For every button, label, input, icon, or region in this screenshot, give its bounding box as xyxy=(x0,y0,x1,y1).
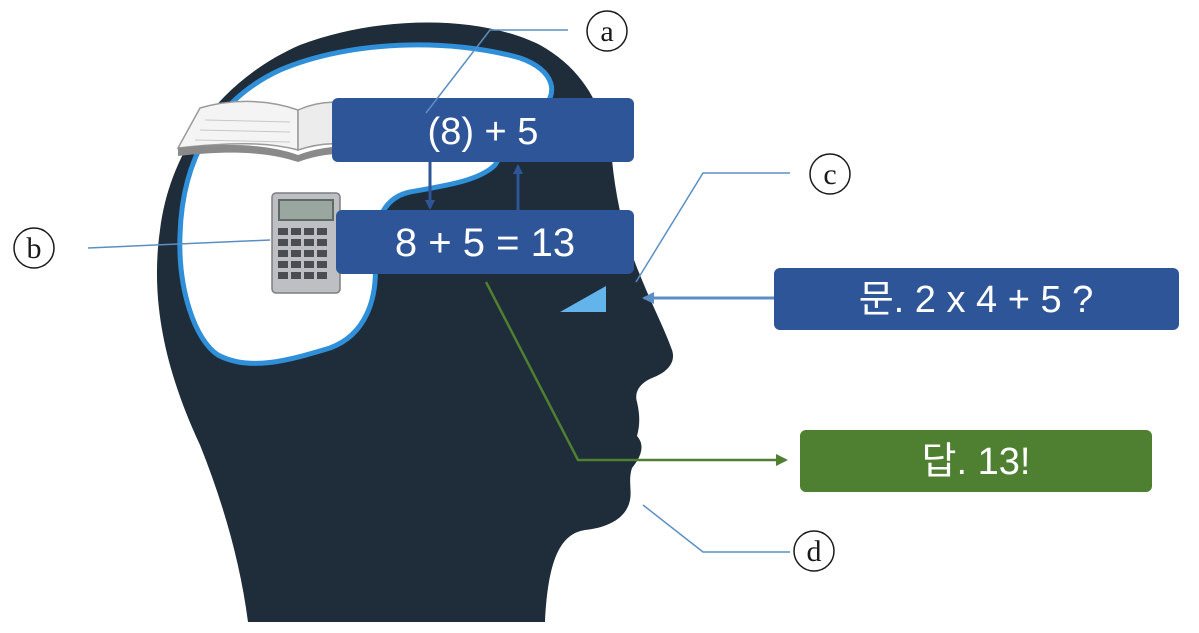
svg-text:a: a xyxy=(600,15,613,48)
question-text: 문. 2 x 4 + 5 ? xyxy=(859,279,1094,321)
middle-expression-box: 8 + 5 = 13 xyxy=(336,210,634,274)
label-a: a xyxy=(586,10,628,52)
leader-line-b xyxy=(87,239,271,249)
eye-mark xyxy=(560,286,606,312)
label-b: b xyxy=(13,227,55,269)
open-book-icon xyxy=(176,100,363,162)
label-d: d xyxy=(793,530,835,572)
svg-text:b: b xyxy=(27,232,42,265)
answer-text: 답. 13! xyxy=(922,441,1031,483)
calculator-icon xyxy=(271,192,341,294)
top-expression-text: (8) + 5 xyxy=(428,111,539,153)
answer-box: 답. 13! xyxy=(800,430,1152,492)
brain-to-answer-arrow xyxy=(484,281,788,466)
middle-expression-text: 8 + 5 = 13 xyxy=(395,221,575,265)
question-box: 문. 2 x 4 + 5 ? xyxy=(774,268,1179,330)
label-c: c xyxy=(809,153,851,195)
leader-line-d xyxy=(642,504,790,553)
top-expression-box: (8) + 5 xyxy=(332,98,634,162)
svg-text:d: d xyxy=(807,535,822,568)
leader-line-c xyxy=(635,172,790,283)
svg-text:c: c xyxy=(823,158,836,191)
leader-line-a xyxy=(425,29,568,114)
